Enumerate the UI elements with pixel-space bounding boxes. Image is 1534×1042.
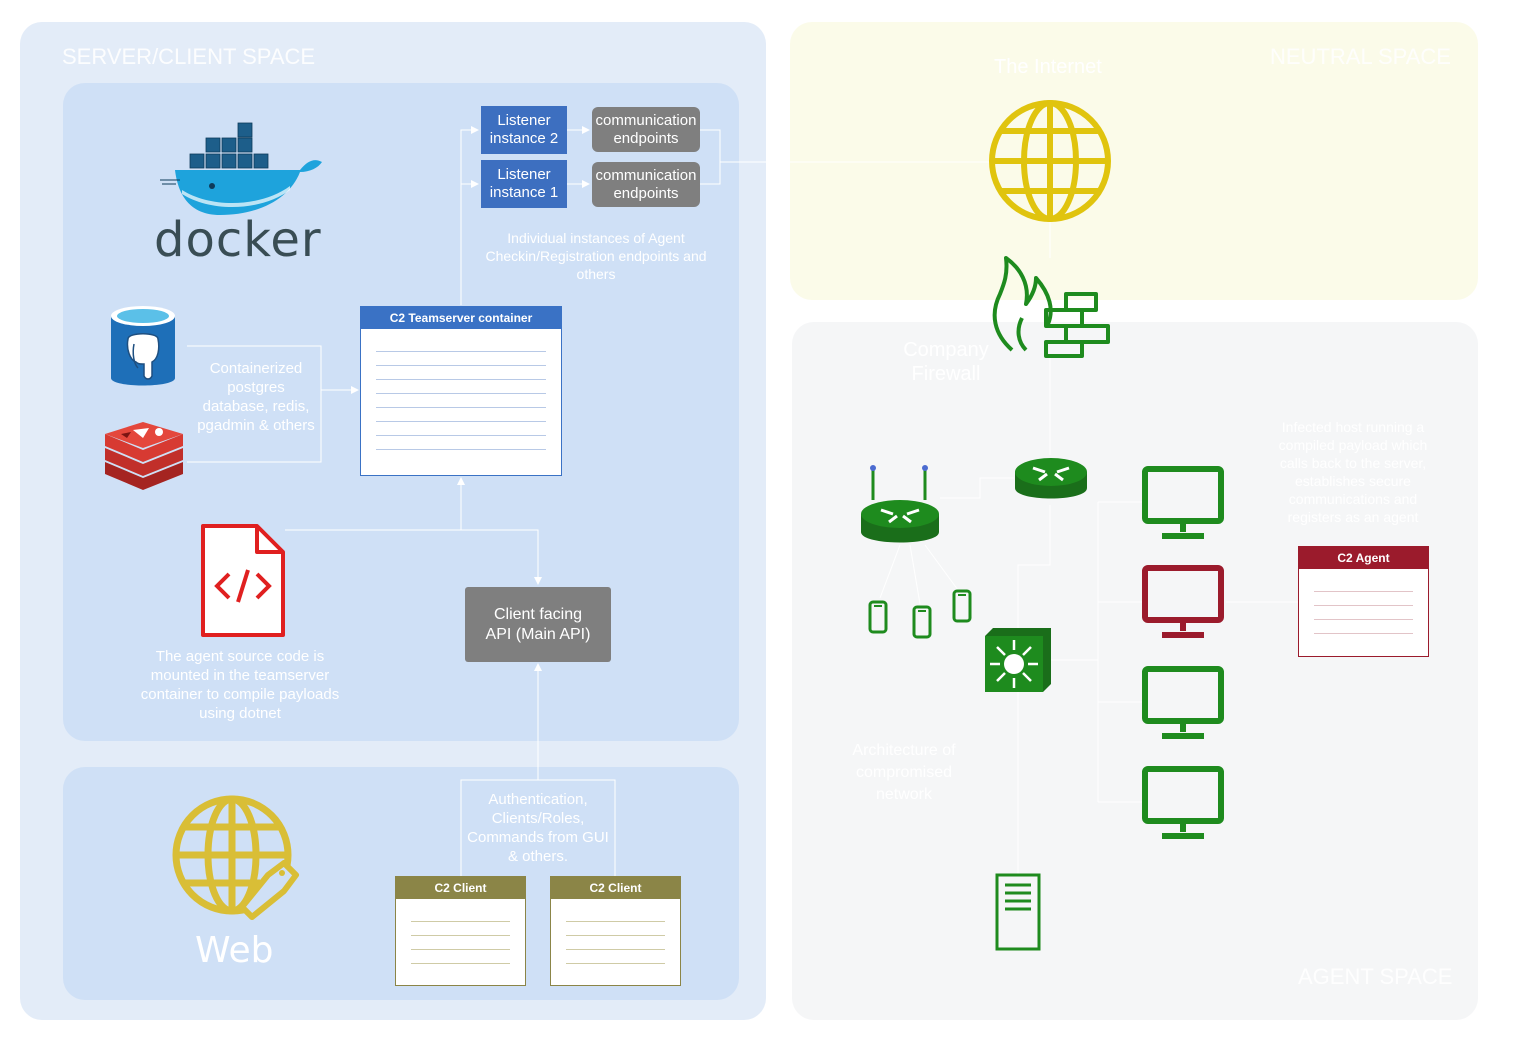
listener-instance-1-label: Listener instance 1 xyxy=(489,166,559,201)
c2-agent-title: C2 Agent xyxy=(1299,547,1428,569)
redis-icon xyxy=(105,422,183,490)
docker-logo: docker xyxy=(150,120,330,270)
firewall-icon xyxy=(992,256,1110,358)
card-line xyxy=(566,921,665,922)
c2-client-card-1-title: C2 Client xyxy=(396,877,525,899)
c2-client-card-2-title: C2 Client xyxy=(551,877,680,899)
mobile-phone-icon xyxy=(912,605,932,639)
server-icon xyxy=(995,873,1041,951)
agent-space-label: AGENT SPACE xyxy=(1298,964,1453,989)
card-line xyxy=(376,449,546,450)
card-line xyxy=(1314,591,1413,592)
listener-instance-2-label: Listener instance 2 xyxy=(489,112,559,147)
teamserver-container-card[interactable]: C2 Teamserver container xyxy=(360,306,562,476)
listener-caption: Individual instances of Agent Checkin/Re… xyxy=(485,230,707,282)
card-line xyxy=(376,407,546,408)
client-facing-api-label: Client facing API (Main API) xyxy=(485,605,591,643)
postgres-database-icon xyxy=(111,306,175,386)
monitor-icon xyxy=(1142,666,1224,739)
monitor-icon xyxy=(1142,766,1224,839)
listener-instance-1[interactable]: Listener instance 1 xyxy=(481,160,567,208)
card-line xyxy=(1314,619,1413,620)
internet-globe-icon xyxy=(989,100,1111,222)
docker-wordmark: docker xyxy=(154,212,322,268)
web-globe-icon xyxy=(172,795,299,920)
agent-caption: Infected host running a compiled payload… xyxy=(1278,419,1428,525)
c2-client-card-2[interactable]: C2 Client xyxy=(550,876,681,986)
communication-endpoints-1[interactable]: communication endpoints xyxy=(592,162,700,207)
card-line xyxy=(376,393,546,394)
card-line xyxy=(376,365,546,366)
neutral-space-label: NEUTRAL SPACE xyxy=(1270,44,1451,69)
monitor-icon xyxy=(1142,466,1224,539)
auth-caption: Authentication, Clients/Roles, Commands … xyxy=(467,791,609,865)
databases-caption: Containerized postgres database, redis, … xyxy=(197,360,315,434)
internet-label: The Internet xyxy=(994,56,1102,78)
wireless-router-icon xyxy=(861,465,939,543)
card-line xyxy=(566,963,665,964)
communication-endpoints-2-label: communication endpoints xyxy=(595,111,697,147)
client-facing-api-box[interactable]: Client facing API (Main API) xyxy=(465,587,611,662)
card-line xyxy=(411,935,510,936)
c2-agent-card[interactable]: C2 Agent xyxy=(1298,546,1429,657)
neutral-space-panel xyxy=(790,22,1478,300)
communication-endpoints-2[interactable]: communication endpoints xyxy=(592,107,700,152)
server-client-space-label: SERVER/CLIENT SPACE xyxy=(62,44,316,69)
mobile-phone-icon xyxy=(952,589,972,623)
card-line xyxy=(376,435,546,436)
firewall-label: Company Firewall xyxy=(903,339,989,385)
docker-whale-icon xyxy=(160,122,322,215)
listener-instance-2[interactable]: Listener instance 2 xyxy=(481,106,567,154)
card-line xyxy=(376,421,546,422)
card-line xyxy=(566,935,665,936)
infected-monitor-icon xyxy=(1142,565,1224,638)
source-code-caption: The agent source code is mounted in the … xyxy=(140,648,340,722)
mobile-phone-icon xyxy=(868,600,888,634)
card-line xyxy=(411,949,510,950)
source-code-file-icon xyxy=(201,524,285,637)
card-line xyxy=(411,963,510,964)
web-label: Web xyxy=(195,930,274,971)
card-line xyxy=(411,921,510,922)
network-caption: Architecture of compromised network xyxy=(852,742,956,803)
c2-client-card-1[interactable]: C2 Client xyxy=(395,876,526,986)
card-line xyxy=(1314,605,1413,606)
card-line xyxy=(1314,633,1413,634)
card-line xyxy=(376,379,546,380)
network-switch-icon xyxy=(985,628,1051,692)
card-line xyxy=(376,351,546,352)
router-icon xyxy=(1015,458,1087,499)
communication-endpoints-1-label: communication endpoints xyxy=(595,166,697,202)
card-line xyxy=(566,949,665,950)
agent-space-panel xyxy=(792,322,1478,1020)
teamserver-container-title: C2 Teamserver container xyxy=(361,307,561,329)
